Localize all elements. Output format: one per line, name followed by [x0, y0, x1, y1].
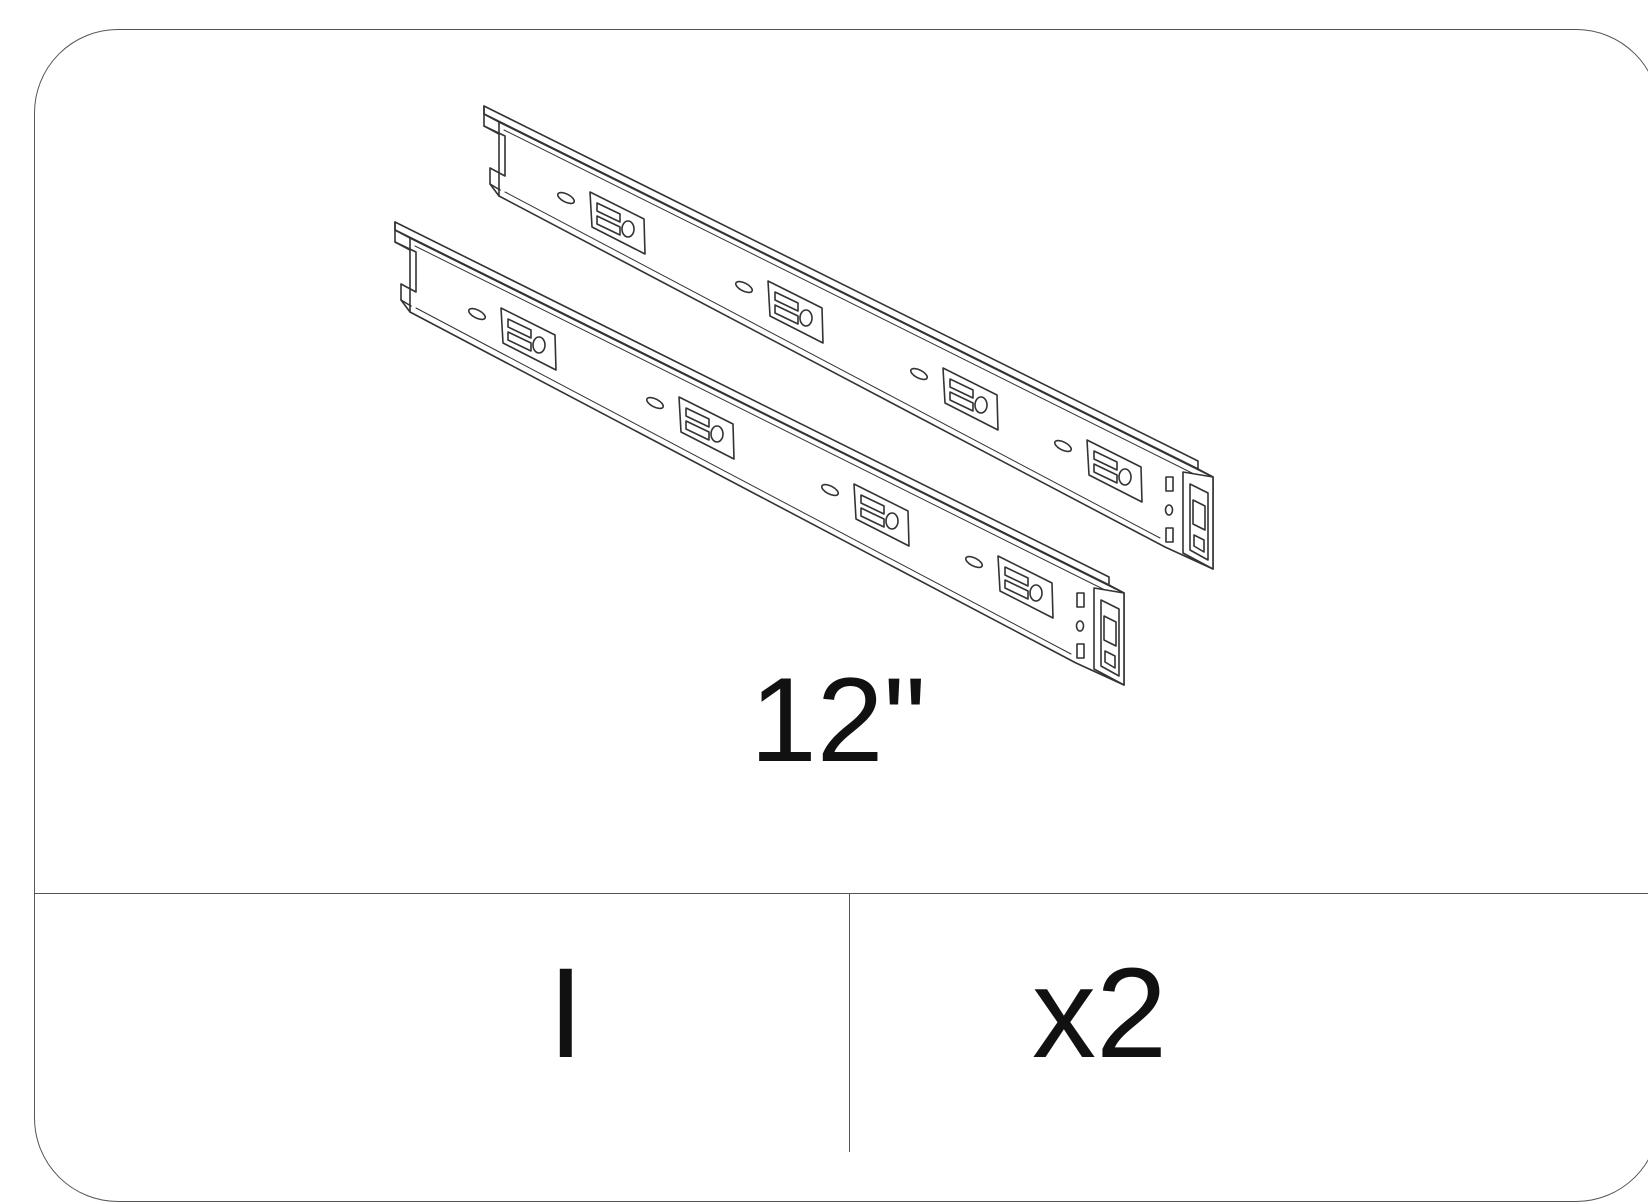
front-rail [394, 221, 1125, 686]
part-card [34, 29, 1648, 1202]
horizontal-divider [34, 893, 1648, 894]
drawer-slide-rails-icon [394, 105, 1214, 686]
size-label: 12" [750, 653, 927, 787]
quantity-label: x2 [1032, 942, 1168, 1085]
vertical-divider [849, 893, 850, 1152]
part-letter: I [548, 942, 584, 1085]
back-rail [483, 105, 1214, 570]
